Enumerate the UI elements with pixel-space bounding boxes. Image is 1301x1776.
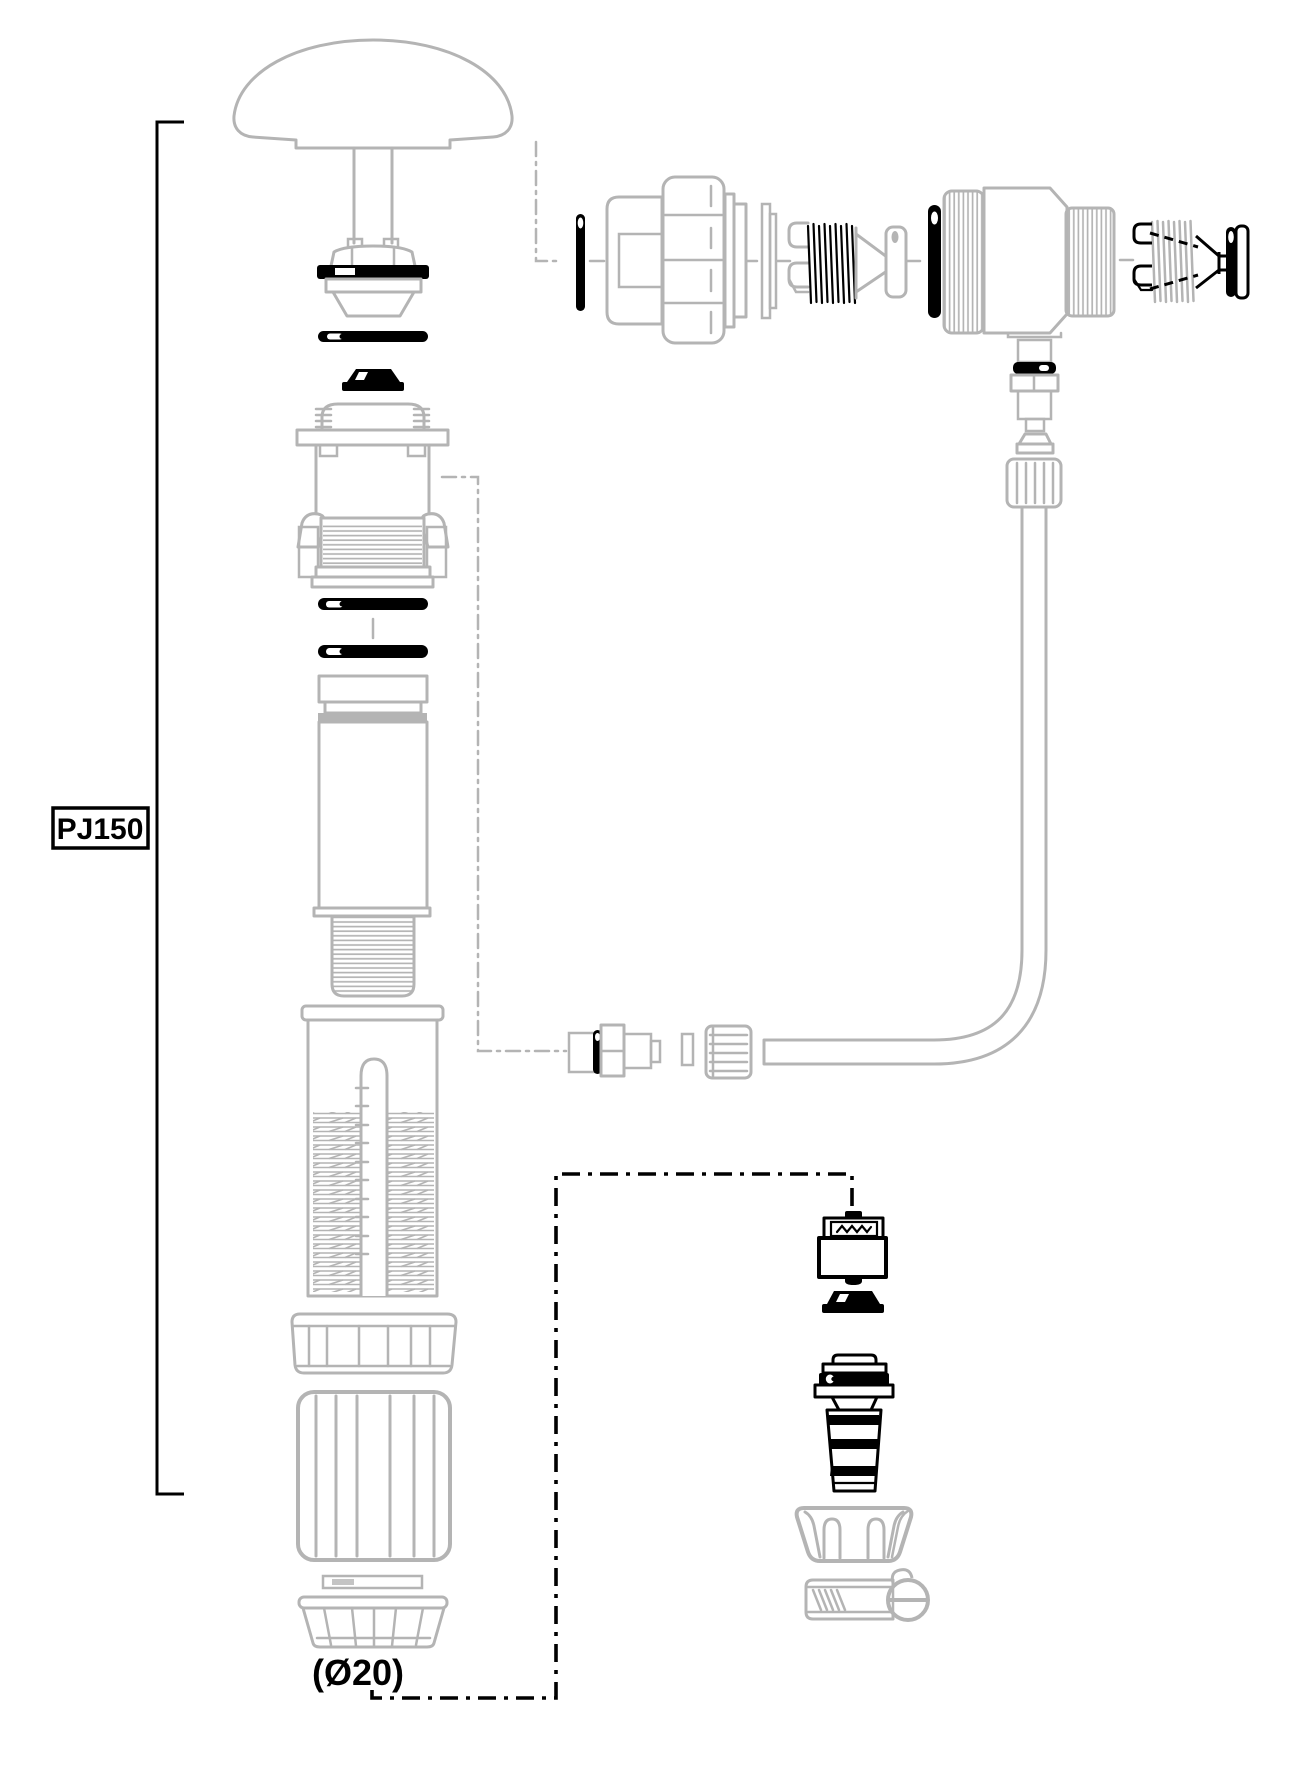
part-spring-black-kit [1132,219,1250,304]
part-foot-valve-poppet [822,1291,884,1313]
part-pump-column [312,674,432,998]
part-delivery-tube [762,507,1048,1066]
part-inline-fitting [567,1023,662,1078]
part-flat-o-ring-top [318,331,428,342]
part-sleeve-pin [680,1032,695,1067]
part-flat-o-ring-mid [318,598,428,610]
part-ferrule [1015,432,1055,455]
part-flat-o-ring-lower [318,645,428,658]
part-union-nut [296,512,450,589]
part-collar-ring [290,1312,458,1375]
part-washer [760,202,778,320]
part-hose-clamp [804,1568,930,1622]
kit-code-label: PJ150 [57,813,144,846]
part-o-ring-side-2 [928,205,941,318]
part-valve-down-stub [1009,338,1060,433]
part-tube-nut [1005,457,1063,509]
part-seal-bar [321,1574,424,1590]
part-union-nut-assembly [605,175,748,345]
part-o-ring-side [576,214,585,311]
part-compression-nut [704,1024,753,1080]
part-hose-barb-fitting [813,1353,895,1493]
part-diaphragm-cartridge [295,402,450,525]
part-pump-head [232,38,514,245]
part-foot-valve-cage [817,1211,888,1285]
kit-bracket [155,120,184,1496]
part-strainer-collar [297,1595,449,1649]
part-level-canister [300,1004,445,1298]
part-spring-gray-set [787,221,908,305]
kit-label: PJ150 [51,806,150,850]
part-strainer-basket [794,1506,914,1563]
part-injection-valve-body [942,186,1116,339]
part-valve-poppet [342,369,404,391]
tube-diameter-label: (Ø20) [312,1652,404,1693]
part-knurled-coupling [296,1390,452,1562]
gray-centerline-dashes [440,140,1135,1053]
black-dash-dot-path [370,1172,854,1700]
part-suction-valve-cap [317,237,429,318]
kit-label-box [51,806,150,850]
